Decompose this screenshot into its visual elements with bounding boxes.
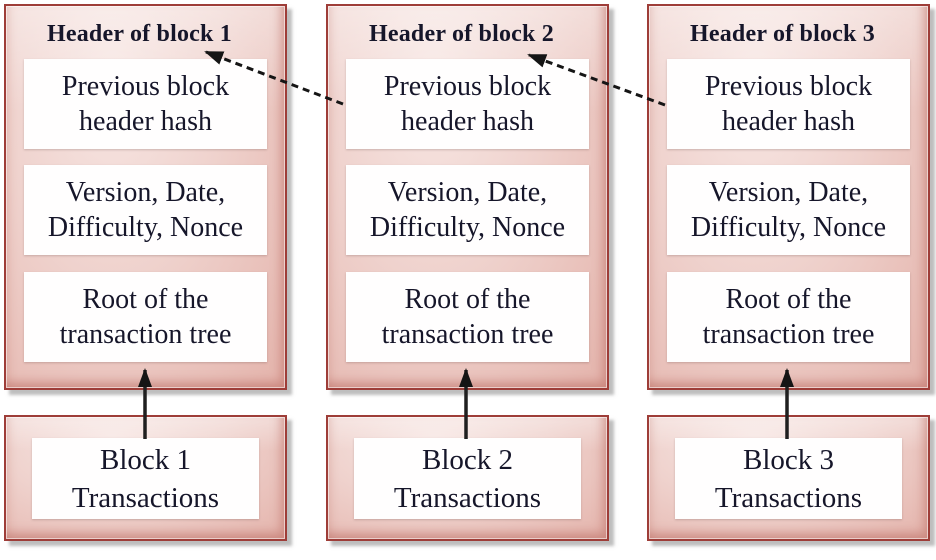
block-1-header: Header of block 1 Previous block header …	[4, 4, 287, 390]
block-3-prev-hash-label: Previous block header hash	[704, 71, 873, 137]
block-2-header: Header of block 2 Previous block header …	[326, 4, 609, 390]
block-1-version-label: Version, Date, Difficulty, Nonce	[47, 177, 244, 243]
block-2-transactions-box: Block 2 Transactions	[326, 415, 609, 541]
block-3-root-label: Root of the transaction tree	[702, 284, 875, 350]
block-3-version-field: Version, Date, Difficulty, Nonce	[667, 165, 910, 255]
block-1-transactions-inner: Block 1 Transactions	[32, 438, 259, 519]
block-2-transactions-inner: Block 2 Transactions	[354, 438, 581, 519]
block-1-version-field: Version, Date, Difficulty, Nonce	[24, 165, 267, 255]
block-3-transactions-box: Block 3 Transactions	[647, 415, 930, 541]
block-2-transactions-label: Block 2 Transactions	[393, 443, 542, 514]
block-3-prev-hash-field: Previous block header hash	[667, 59, 910, 149]
block-2-root-field: Root of the transaction tree	[346, 272, 589, 362]
block-3-header: Header of block 3 Previous block header …	[647, 4, 930, 390]
block-1-prev-hash-field: Previous block header hash	[24, 59, 267, 149]
block-2-root-label: Root of the transaction tree	[381, 284, 554, 350]
block-2-version-field: Version, Date, Difficulty, Nonce	[346, 165, 589, 255]
block-1-transactions-box: Block 1 Transactions	[4, 415, 287, 541]
block-3-root-field: Root of the transaction tree	[667, 272, 910, 362]
block-1-header-title: Header of block 1	[47, 20, 232, 47]
block-1-transactions-label: Block 1 Transactions	[71, 443, 220, 514]
block-2-prev-hash-label: Previous block header hash	[383, 71, 552, 137]
block-2-header-title: Header of block 2	[369, 20, 554, 47]
block-1-prev-hash-label: Previous block header hash	[61, 71, 230, 137]
block-3-header-title: Header of block 3	[690, 20, 875, 47]
block-1-root-field: Root of the transaction tree	[24, 272, 267, 362]
block-2-version-label: Version, Date, Difficulty, Nonce	[369, 177, 566, 243]
block-1-root-label: Root of the transaction tree	[59, 284, 232, 350]
block-2-prev-hash-field: Previous block header hash	[346, 59, 589, 149]
block-3-transactions-inner: Block 3 Transactions	[675, 438, 902, 519]
block-3-transactions-label: Block 3 Transactions	[714, 443, 863, 514]
block-3-version-label: Version, Date, Difficulty, Nonce	[690, 177, 887, 243]
